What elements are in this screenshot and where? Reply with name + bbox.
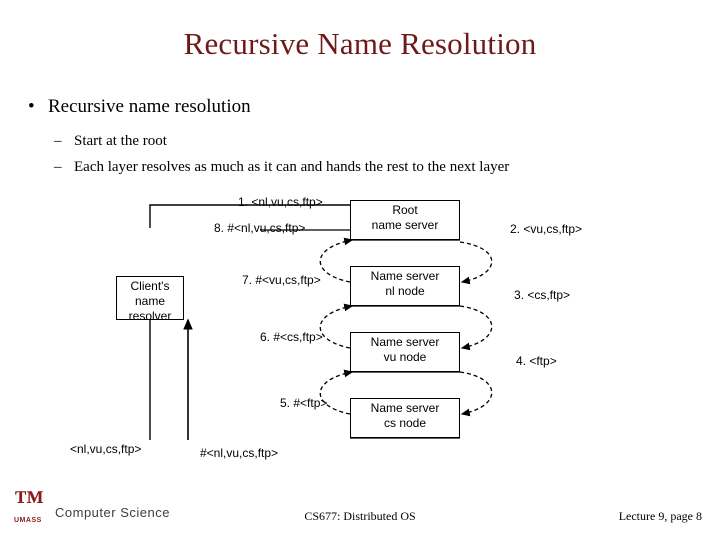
- step-label-6: 6. #<cs,ftp>: [260, 330, 323, 344]
- bullet-text: Recursive name resolution: [48, 96, 251, 117]
- bullet-text: Each layer resolves as much as it can an…: [74, 159, 510, 175]
- logo-text: UMASS: [14, 517, 42, 524]
- node-line-2: nl node: [385, 284, 425, 298]
- step-label-3: 3. <cs,ftp>: [514, 288, 571, 302]
- bottom-label-response: #<nl,vu,cs,ftp>: [200, 446, 279, 460]
- node-line-1: Client's: [130, 279, 170, 293]
- bottom-label-query: <nl,vu,cs,ftp>: [70, 442, 142, 456]
- node-line-3: resolver: [128, 309, 172, 323]
- bullet-marker: •: [28, 96, 35, 117]
- step-label-1: 1. <nl,vu,cs,ftp>: [238, 195, 323, 209]
- node-client-name-resolver: Client's name resolver: [116, 276, 184, 323]
- node-line-2: vu node: [383, 350, 427, 364]
- step-label-2: 2. <vu,cs,ftp>: [510, 222, 583, 236]
- node-line-2: name server: [371, 218, 439, 232]
- footer-department: Computer Science: [55, 505, 170, 520]
- node-line-2: name: [134, 294, 166, 308]
- step-label-7: 7. #<vu,cs,ftp>: [242, 273, 321, 287]
- bullet-level2-each-layer: –Each layer resolves as much as it can a…: [54, 159, 509, 176]
- step-label-8: 8. #<nl,vu,cs,ftp>: [214, 221, 306, 235]
- step-label-4: 4. <ftp>: [516, 354, 557, 368]
- bullet-level2-start-at-root: –Start at the root: [54, 133, 167, 150]
- node-root-name-server: Root name server: [350, 200, 460, 240]
- node-line-1: Name server: [370, 335, 440, 349]
- node-line-1: Root: [392, 203, 418, 217]
- bullet-text: Start at the root: [74, 133, 167, 149]
- node-name-server-nl: Name server nl node: [350, 266, 460, 306]
- bullet-level1: • Recursive name resolution: [28, 96, 251, 118]
- bullet-marker: –: [54, 133, 62, 149]
- step-label-5: 5. #<ftp>: [280, 396, 328, 410]
- footer-page: Lecture 9, page 8: [618, 509, 702, 523]
- umass-logo: ™ UMASS: [14, 487, 54, 527]
- bullet-marker: –: [54, 159, 62, 175]
- node-name-server-cs: Name server cs node: [350, 398, 460, 438]
- page-title: Recursive Name Resolution: [183, 26, 537, 61]
- node-name-server-vu: Name server vu node: [350, 332, 460, 372]
- recursive-name-resolution-diagram: Client's name resolver Root name server …: [70, 190, 630, 475]
- node-line-1: Name server: [370, 269, 440, 283]
- logo-mark: ™: [14, 485, 44, 518]
- node-line-2: cs node: [383, 416, 427, 430]
- footer-course: CS677: Distributed OS: [304, 509, 416, 523]
- node-line-1: Name server: [370, 401, 440, 415]
